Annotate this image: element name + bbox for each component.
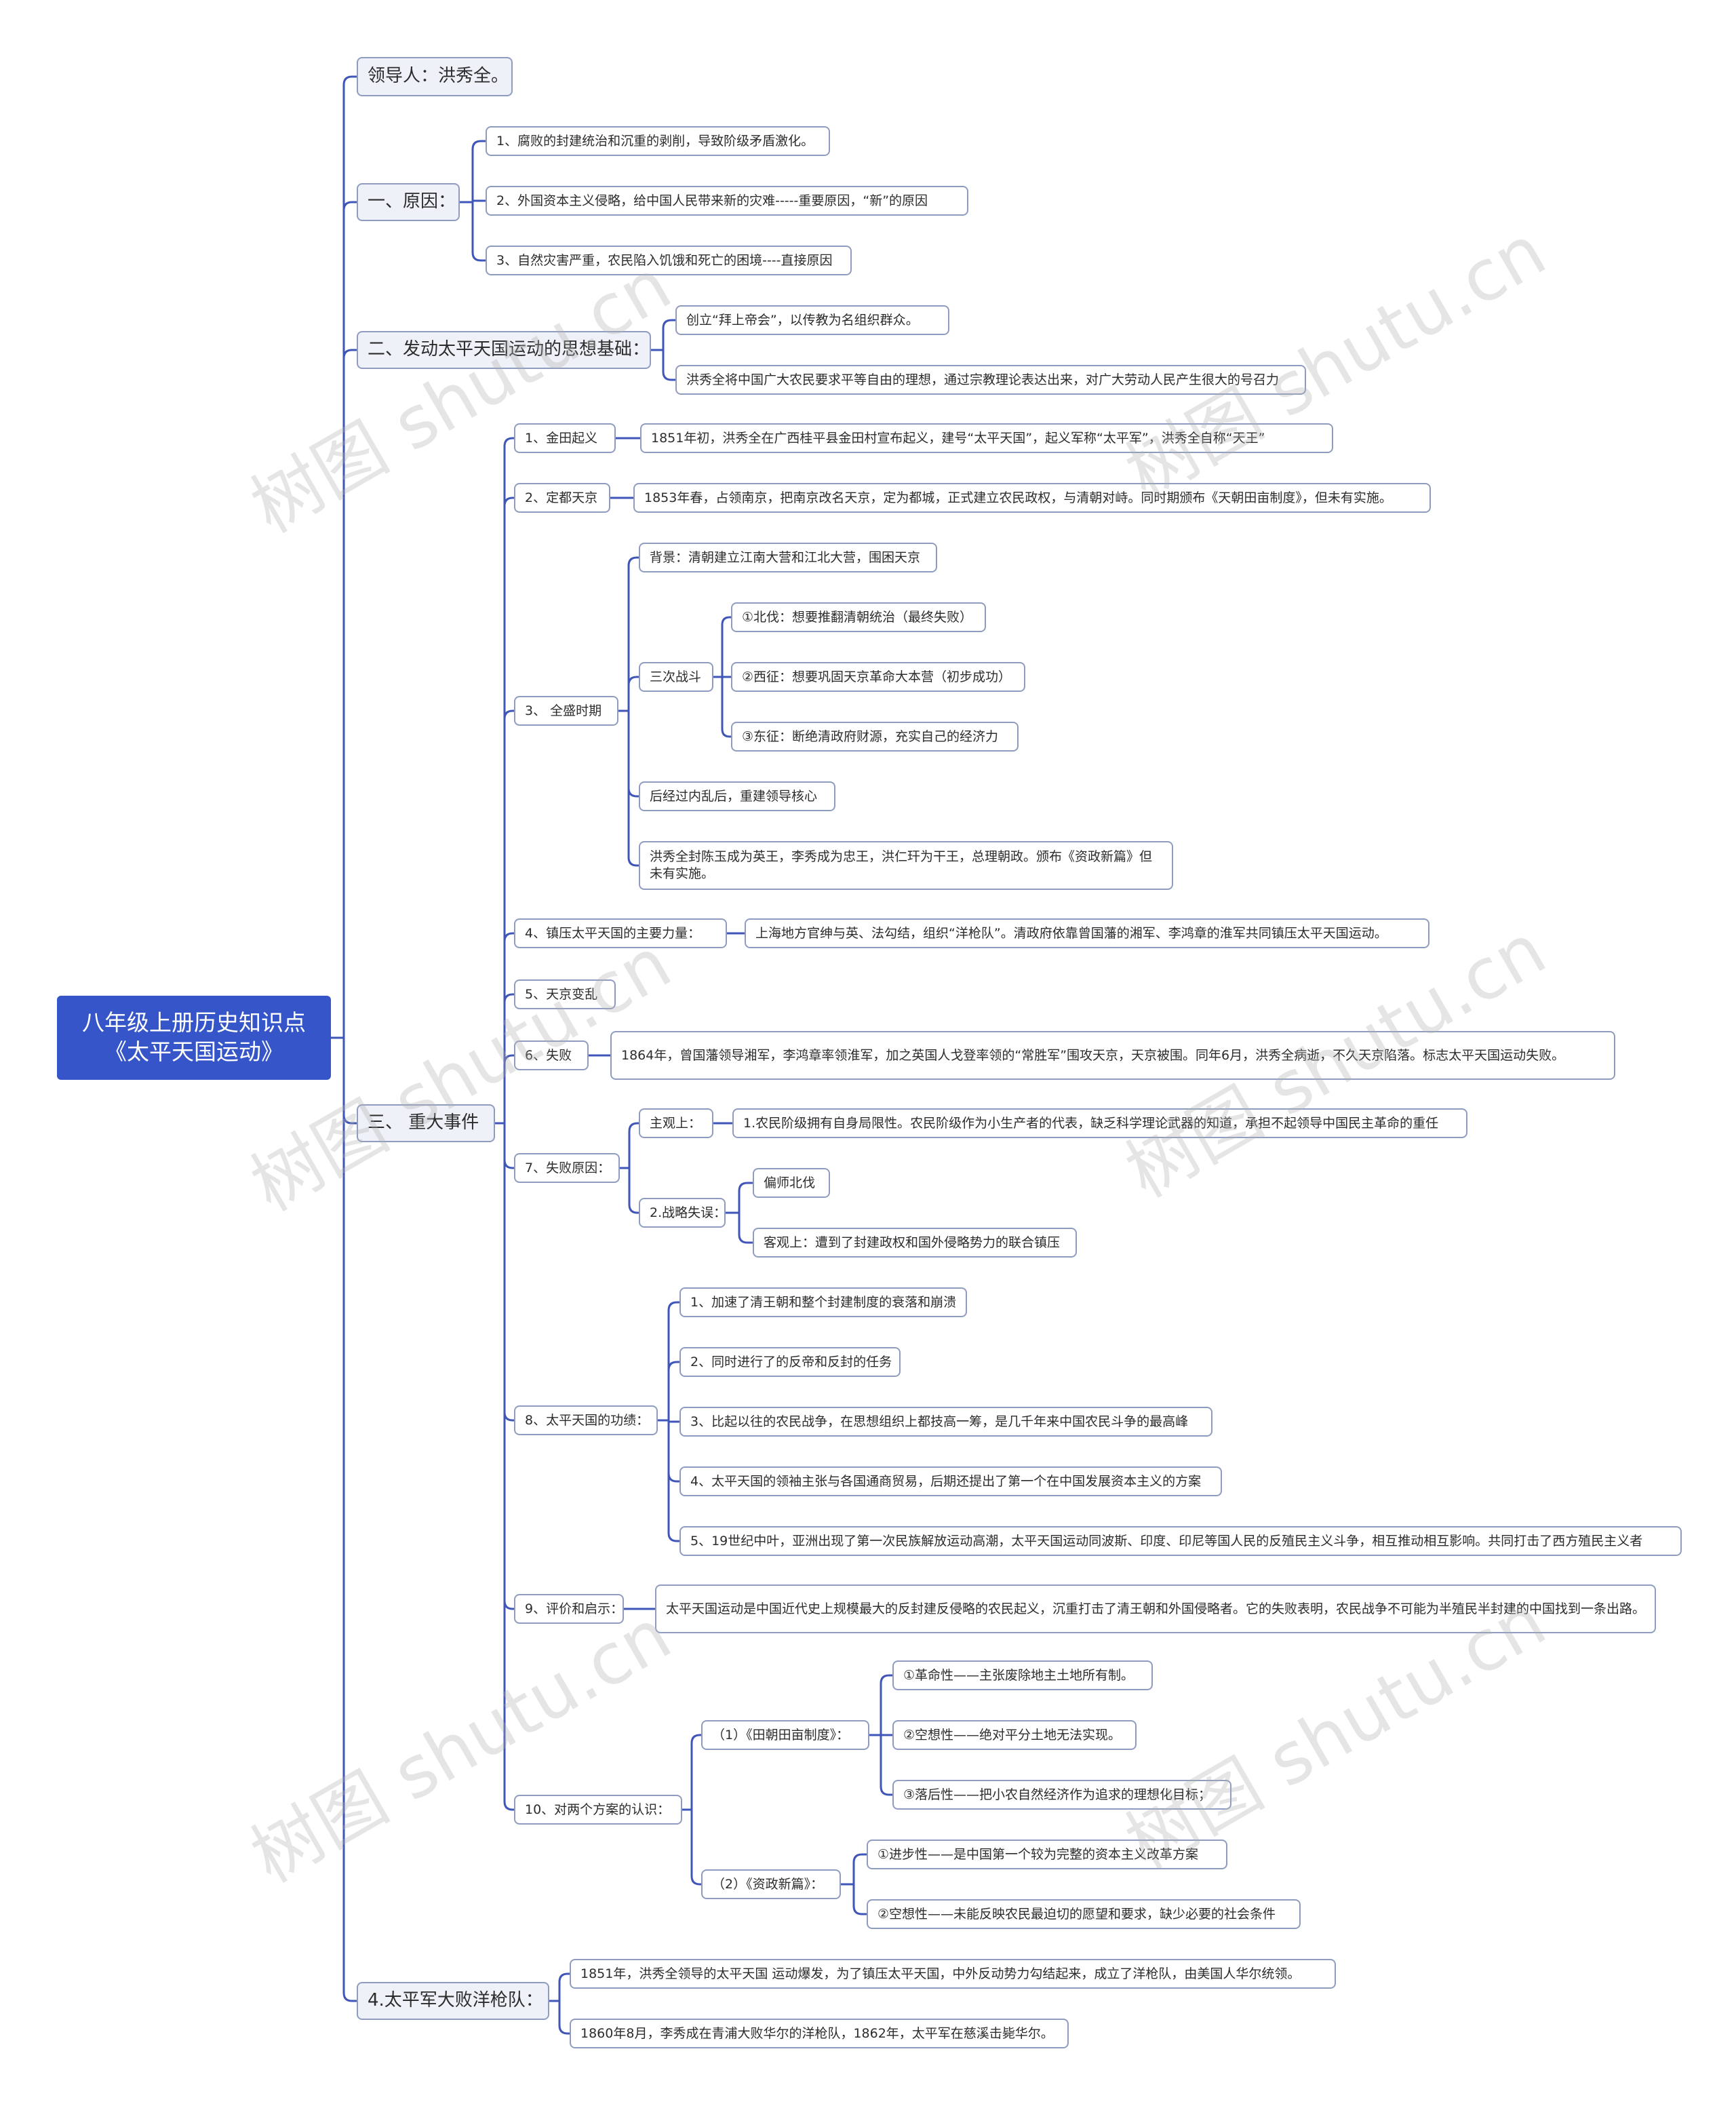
- connector: [331, 75, 357, 1039]
- node-event-3-background[interactable]: 背景：清朝建立江南大营和江北大营，围困天京: [639, 543, 937, 572]
- node-plan-land-1[interactable]: ①革命性——主张废除地主土地所有制。: [892, 1660, 1153, 1690]
- node-event-5[interactable]: 5、天京变乱: [514, 979, 616, 1009]
- node-event-10[interactable]: 10、对两个方案的认识：: [514, 1795, 682, 1825]
- node-ever-victorious-2[interactable]: 1860年8月，李秀成在青浦大败华尔的洋枪队，1862年，太平军在慈溪击毙华尔。: [570, 2019, 1069, 2048]
- connector: [495, 497, 514, 1125]
- connector: [618, 676, 639, 712]
- node-strategy-north[interactable]: 偏师北伐: [753, 1168, 830, 1198]
- node-event-4[interactable]: 4、镇压太平天国的主要力量：: [514, 918, 727, 948]
- node-event-7-subjective-detail[interactable]: 1.农民阶级拥有自身局限性。农民阶级作为小生产者的代表，缺乏科学理论武器的知道，…: [732, 1108, 1467, 1138]
- connector: [549, 1972, 570, 2002]
- node-battle-east[interactable]: ③东征：断绝清政府财源，充实自己的经济力: [731, 722, 1019, 752]
- node-event-1[interactable]: 1、金田起义: [514, 423, 616, 453]
- node-event-8[interactable]: 8、太平天国的功绩：: [514, 1405, 658, 1435]
- node-plan-land-2[interactable]: ②空想性——绝对平分土地无法实现。: [892, 1720, 1137, 1750]
- node-plan-new[interactable]: （2）《资政新篇》：: [701, 1869, 841, 1899]
- node-plan-land[interactable]: （1）《田朝田亩制度》：: [701, 1720, 869, 1750]
- node-cause-3[interactable]: 3、自然灾害严重，农民陷入饥饿和死亡的困境----直接原因: [486, 246, 852, 275]
- connector: [658, 1361, 679, 1422]
- node-merit-1[interactable]: 1、加速了清王朝和整个封建制度的衰落和崩溃: [679, 1287, 967, 1317]
- connector: [651, 319, 675, 351]
- connector: [460, 201, 486, 262]
- connector: [651, 349, 675, 381]
- node-event-2-detail[interactable]: 1853年春，占领南京，把南京改名天京，定为都城，正式建立农民政权，与清朝对峙。…: [633, 483, 1431, 513]
- connector: [331, 201, 357, 1039]
- connector: [726, 1182, 753, 1214]
- connector: [682, 1734, 701, 1811]
- connector: [841, 1853, 867, 1886]
- node-event-4-detail[interactable]: 上海地方官绅与英、法勾结，组织“洋枪队”。清政府依靠曾国藩的湘军、李鸿章的淮军共…: [745, 918, 1429, 948]
- root-node[interactable]: 八年级上册历史知识点《太平天国运动》: [57, 996, 331, 1080]
- connector: [620, 1122, 639, 1169]
- node-ever-victorious-1[interactable]: 1851年，洪秀全领导的太平天国 运动爆发，为了镇压太平天国，中外反动势力勾结起…: [570, 1959, 1336, 1989]
- connector: [620, 1167, 639, 1214]
- node-ever-victorious[interactable]: 4.太平军大败洋枪队：: [357, 1982, 549, 2020]
- node-battle-north[interactable]: ①北伐：想要推翻清朝统治（最终失败）: [731, 602, 986, 632]
- node-event-7-subjective[interactable]: 主观上：: [639, 1108, 713, 1138]
- node-ideology-1[interactable]: 创立“拜上帝会”，以传教为名组织群众。: [675, 305, 949, 335]
- node-battle-west[interactable]: ②西征：想要巩固天京革命大本营（初步成功）: [731, 662, 1025, 692]
- connector: [495, 993, 514, 1125]
- node-ideology-2[interactable]: 洪秀全将中国广大农民要求平等自由的理想，通过宗教理论表达出来，对广大劳动人民产生…: [675, 365, 1306, 395]
- node-event-7[interactable]: 7、失败原因：: [514, 1153, 620, 1183]
- node-event-6[interactable]: 6、失败: [514, 1040, 589, 1070]
- node-merit-3[interactable]: 3、比起以往的农民战争，在思想组织上都技高一筹，是几千年来中国农民斗争的最高峰: [679, 1407, 1212, 1437]
- node-event-7-strategy[interactable]: 2.战略失误：: [639, 1198, 726, 1228]
- connector: [495, 709, 514, 1125]
- connector: [713, 616, 731, 678]
- connector: [682, 1808, 701, 1886]
- node-events[interactable]: 三、 重大事件: [357, 1104, 495, 1142]
- node-plan-new-1[interactable]: ①进步性——是中国第一个较为完整的资本主义改革方案: [867, 1840, 1227, 1869]
- connector: [658, 1419, 679, 1542]
- connector: [331, 1036, 357, 2002]
- node-event-3-battles[interactable]: 三次战斗: [639, 662, 713, 692]
- connector: [495, 1054, 514, 1125]
- node-causes[interactable]: 一、原因：: [357, 183, 460, 221]
- node-event-6-detail[interactable]: 1864年，曾国藩领导湘军，李鸿章率领淮军，加之英国人戈登率领的“常胜军”围攻天…: [610, 1031, 1615, 1080]
- node-merit-5[interactable]: 5、19世纪中叶，亚洲出现了第一次民族解放运动高潮，太平天国运动同波斯、印度、印…: [679, 1526, 1682, 1556]
- node-event-1-detail[interactable]: 1851年初，洪秀全在广西桂平县金田村宣布起义，建号“太平天国”，起义军称“太平…: [640, 423, 1333, 453]
- connector: [549, 2000, 570, 2035]
- node-plan-land-3[interactable]: ③落后性——把小农自然经济作为追求的理想化目标；: [892, 1780, 1231, 1810]
- node-leader[interactable]: 领导人：洪秀全。: [357, 57, 513, 96]
- connector: [495, 1122, 514, 1811]
- node-merit-2[interactable]: 2、同时进行了的反帝和反封的任务: [679, 1347, 901, 1377]
- node-ideology[interactable]: 二、发动太平天国运动的思想基础：: [357, 331, 651, 369]
- connector: [841, 1883, 867, 1915]
- connector: [495, 437, 514, 1125]
- connector: [713, 676, 731, 738]
- node-event-3[interactable]: 3、 全盛时期: [514, 696, 618, 726]
- connector: [460, 140, 486, 203]
- node-cause-2[interactable]: 2、外国资本主义侵略，给中国人民带来新的灾难-----重要原因，“新”的原因: [486, 186, 968, 216]
- node-event-3-strife[interactable]: 后经过内乱后，重建领导核心: [639, 781, 835, 811]
- node-event-9-detail[interactable]: 太平天国运动是中国近代史上规模最大的反封建反侵略的农民起义，沉重打击了清王朝和外…: [655, 1584, 1656, 1633]
- connector: [869, 1734, 892, 1796]
- connector: [618, 556, 639, 712]
- node-strategy-objective[interactable]: 客观上：遭到了封建政权和国外侵略势力的联合镇压: [753, 1228, 1077, 1258]
- node-cause-1[interactable]: 1、腐败的封建统治和沉重的剥削，导致阶级矛盾激化。: [486, 126, 830, 156]
- node-plan-new-2[interactable]: ②空想性——未能反映农民最迫切的愿望和要求，缺少必要的社会条件: [867, 1899, 1301, 1929]
- node-event-9[interactable]: 9、评价和启示：: [514, 1594, 624, 1624]
- node-event-2[interactable]: 2、定都天京: [514, 483, 610, 513]
- connector: [869, 1674, 892, 1736]
- connector: [618, 709, 639, 867]
- connector: [658, 1301, 679, 1422]
- connector: [331, 349, 357, 1039]
- connector: [495, 932, 514, 1125]
- connector: [726, 1211, 753, 1244]
- node-event-3-titles[interactable]: 洪秀全封陈玉成为英王，李秀成为忠王，洪仁玕为干王，总理朝政。颁布《资政新篇》但未…: [639, 841, 1173, 890]
- node-merit-4[interactable]: 4、太平天国的领袖主张与各国通商贸易，后期还提出了第一个在中国发展资本主义的方案: [679, 1466, 1222, 1496]
